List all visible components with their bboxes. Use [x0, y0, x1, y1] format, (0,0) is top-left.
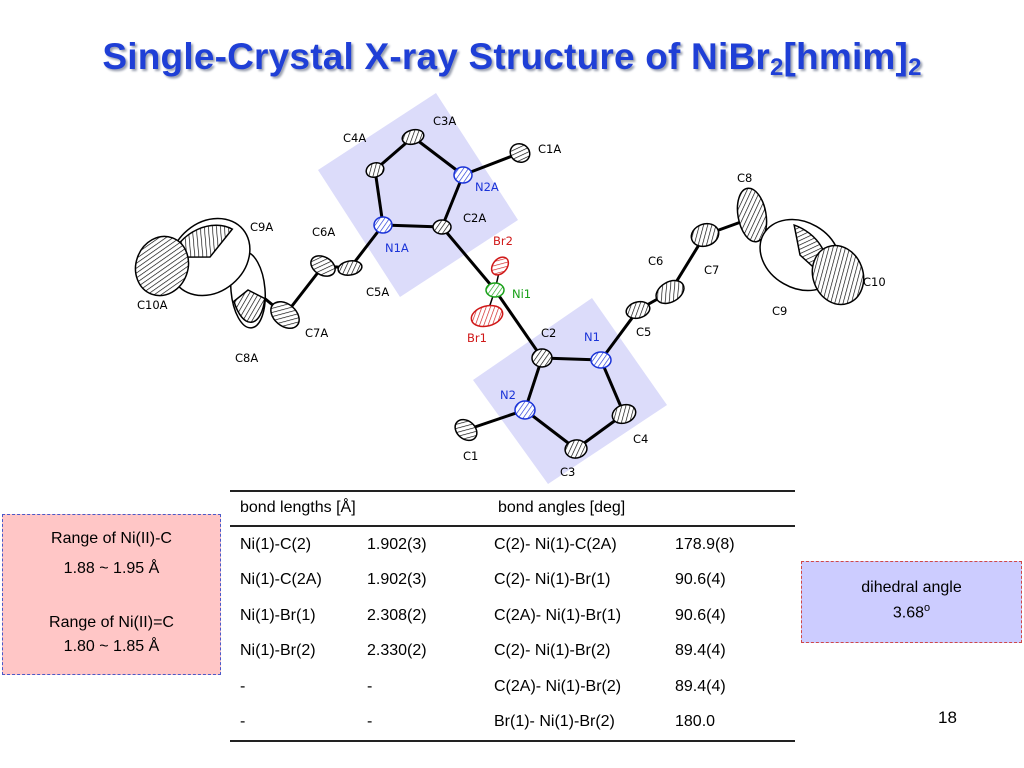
ni-c-double-range-label: Range of Ni(II)=C — [49, 614, 174, 631]
label-C1: C1 — [463, 449, 478, 463]
header-bond-angles: bond angles [deg] — [484, 490, 795, 527]
cell-length: 2.330(2) — [367, 642, 427, 660]
ni-c-double-range-value: 1.80 ~ 1.85 Å — [63, 638, 160, 655]
cell-length: 2.308(2) — [367, 606, 427, 624]
bond-parameters-table: bond lengths [Å] bond angles [deg] Ni(1)… — [230, 490, 795, 742]
title-mid: [hmim] — [783, 36, 909, 77]
table-row: Ni(1)-C(2) 1.902(3) C(2)- Ni(1)-C(2A) 178.9… — [230, 526, 795, 563]
cell-angle-value: 89.4(4) — [675, 642, 726, 660]
cell-length: - — [367, 677, 373, 695]
label-C6A: C6A — [312, 225, 335, 239]
ni-c-single-range-label: Range of Ni(II)-C — [51, 530, 172, 547]
cell-angle: C(2)- Ni(1)-Br(1) — [494, 571, 611, 589]
header-bond-lengths: bond lengths [Å] — [230, 490, 484, 527]
label-C6: C6 — [648, 254, 663, 268]
cell-bond: Ni(1)-Br(1) — [240, 606, 316, 624]
cell-angle-value: 89.4(4) — [675, 677, 726, 695]
label-C1A: C1A — [538, 142, 561, 156]
ni-c-single-range-value: 1.88 ~ 1.95 Å — [63, 560, 160, 577]
ellipsoids — [134, 128, 865, 459]
cell-bond: - — [240, 677, 246, 695]
title-sub-2: 2 — [908, 54, 922, 81]
cell-angle: C(2)- Ni(1)-Br(2) — [494, 642, 611, 660]
slide-title: Single-Crystal X-ray Structure of NiBr2[… — [0, 36, 1024, 82]
table-row: --Br(1)- Ni(1)-Br(2)180.0 — [230, 704, 795, 742]
cell-angle-value: 90.6(4) — [675, 571, 726, 589]
dihedral-angle-label: dihedral angle — [861, 579, 962, 596]
label-C8A: C8A — [235, 351, 258, 365]
cell-length: 1.902(3) — [367, 571, 427, 589]
cell-angle-value: 180.0 — [665, 704, 795, 742]
label-C9: C9 — [772, 304, 787, 318]
table-row: Ni(1)-C(2A) 1.902(3) C(2)- Ni(1)-Br(1) 90.6… — [230, 563, 795, 599]
cell-length: - — [357, 704, 484, 742]
cell-length: 1.902(3) — [367, 535, 427, 553]
label-C7: C7 — [704, 263, 719, 277]
degree-symbol: o — [924, 602, 931, 614]
label-N2: N2 — [500, 388, 516, 402]
label-C5: C5 — [636, 325, 651, 339]
label-C9A: C9A — [250, 220, 273, 234]
table-header-row: bond lengths [Å] bond angles [deg] — [230, 490, 795, 527]
cell-angle: C(2A)- Ni(1)-Br(2) — [494, 677, 622, 695]
label-N2A: N2A — [475, 180, 499, 194]
label-Br1: Br1 — [467, 331, 487, 345]
label-Br2: Br2 — [493, 234, 513, 248]
lower-ring-plane — [473, 298, 667, 484]
label-C2: C2 — [541, 326, 556, 340]
label-Ni1: Ni1 — [512, 287, 531, 301]
ortep-structure-diagram: C4A C3A C1A N2A C2A N1A C9A C6A C10A C5A… — [134, 93, 886, 484]
label-N1A: N1A — [385, 241, 409, 255]
atom-labels: C4A C3A C1A N2A C2A N1A C9A C6A C10A C5A… — [137, 114, 886, 479]
cell-bond: Ni(1)-C(2A) — [240, 571, 322, 589]
label-C10A: C10A — [137, 298, 168, 312]
dihedral-angle-box: dihedral angle 3.68o — [801, 561, 1022, 643]
ni-c-range-box: Range of Ni(II)-C 1.88 ~ 1.95 Å Range of… — [2, 514, 221, 675]
label-N1: N1 — [584, 330, 600, 344]
title-sub-1: 2 — [769, 54, 784, 81]
table-row: - - C(2A)- Ni(1)-Br(2) 89.4(4) — [230, 669, 795, 705]
label-C10: C10 — [863, 275, 886, 289]
cell-angle: Br(1)- Ni(1)-Br(2) — [484, 704, 665, 742]
cell-bond: - — [230, 704, 357, 742]
cell-bond: Ni(1)-Br(2) — [240, 642, 316, 660]
table-row: Ni(1)-Br(1) 2.308(2) C(2A)- Ni(1)-Br(1) 90.… — [230, 598, 795, 634]
cell-bond: Ni(1)-C(2) — [240, 535, 312, 553]
cell-angle-value: 90.6(4) — [675, 606, 726, 624]
cell-angle: C(2A)- Ni(1)-Br(1) — [494, 606, 622, 624]
label-C4: C4 — [633, 432, 648, 446]
label-C4A: C4A — [343, 131, 366, 145]
dihedral-angle-value: 3.68o — [802, 602, 1021, 622]
title-main: Single-Crystal X-ray Structure of NiBr — [102, 36, 770, 77]
label-C2A: C2A — [463, 211, 486, 225]
table-row: Ni(1)-Br(2) 2.330(2) C(2)- Ni(1)-Br(2) 89.4… — [230, 634, 795, 670]
label-C8: C8 — [737, 171, 752, 185]
cell-angle-value: 178.9(8) — [675, 535, 735, 553]
label-C3A: C3A — [433, 114, 456, 128]
cell-angle: C(2)- Ni(1)-C(2A) — [494, 535, 617, 553]
label-C5A: C5A — [366, 285, 389, 299]
label-C7A: C7A — [305, 326, 328, 340]
page-number: 18 — [938, 708, 957, 727]
label-C3: C3 — [560, 465, 575, 479]
dihedral-angle-number: 3.68 — [892, 604, 924, 622]
